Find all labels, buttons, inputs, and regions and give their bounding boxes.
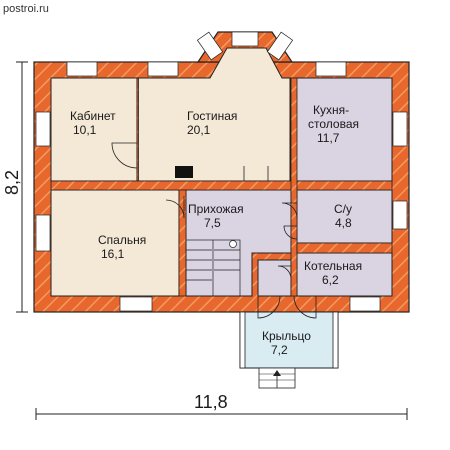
room-name: Прихожая — [188, 202, 244, 216]
dimension-height — [16, 61, 28, 313]
room-area: 11,7 — [317, 131, 340, 145]
room-name: столовая — [308, 117, 359, 131]
room-area: 4,8 — [335, 216, 352, 230]
windows — [35, 31, 408, 312]
room-area: 16,1 — [101, 247, 125, 261]
room-name: Котельная — [304, 259, 362, 273]
height-label: 8,2 — [2, 170, 22, 195]
vestibule — [257, 259, 292, 297]
room-name: Спальня — [98, 233, 146, 247]
dimension-width — [35, 408, 408, 420]
room-name: С/у — [334, 202, 352, 216]
doors — [111, 142, 317, 319]
stairs — [185, 239, 241, 297]
room-labels: Кабинет 10,1 Гостиная 20,1 Кухня- столов… — [70, 103, 362, 357]
room-area: 7,5 — [204, 216, 221, 230]
width-label: 11,8 — [194, 392, 228, 412]
rooms — [50, 47, 393, 297]
inner-walls — [50, 77, 393, 297]
room-area: 10,1 — [73, 123, 97, 137]
room-area: 6,2 — [322, 273, 339, 287]
room-name: Кабинет — [70, 109, 116, 123]
room-kitchen — [290, 77, 393, 182]
porch — [239, 311, 339, 389]
watermark: postroi.ru — [3, 3, 49, 15]
room-boiler — [296, 252, 393, 297]
room-area: 7,2 — [271, 343, 288, 357]
room-name: Крыльцо — [262, 329, 311, 343]
room-area: 20,1 — [187, 123, 211, 137]
room-name: Кухня- — [313, 103, 349, 117]
room-name: Гостиная — [187, 109, 237, 123]
fireplace — [175, 166, 193, 178]
